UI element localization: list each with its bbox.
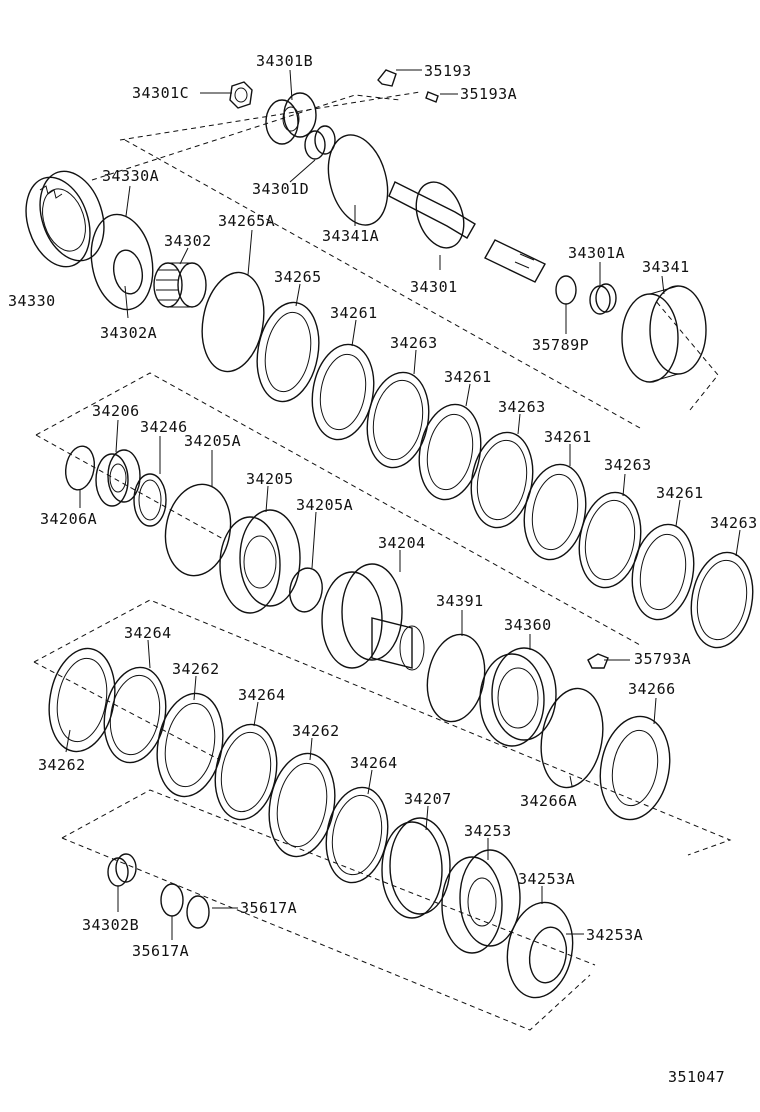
part-label: 34261 [656, 484, 704, 502]
clutch-pack-lower [48, 647, 389, 884]
part-label: 34301 [410, 278, 458, 296]
part-34341A-snap-ring [327, 134, 389, 226]
part-35617A-ring-b [186, 895, 210, 929]
leader-lines [65, 69, 741, 940]
part-label: 35793A [634, 650, 691, 668]
part-34301B-bearing [265, 92, 317, 145]
part-label: 34341 [642, 258, 690, 276]
part-label: 34261 [544, 428, 592, 446]
part-35793A-clip [587, 653, 609, 669]
part-34253A-seal-outer [506, 901, 574, 999]
part-34302A-ring [112, 249, 144, 295]
part-label: 34262 [292, 722, 340, 740]
part-label: 34206A [40, 510, 97, 528]
part-label: 35789P [532, 336, 589, 354]
part-label: 34264 [350, 754, 398, 772]
part-label: 34263 [390, 334, 438, 352]
part-label: 34246 [140, 418, 188, 436]
part-34246-seal [133, 473, 167, 527]
part-34204-hub [321, 563, 425, 671]
part-label: 34253A [586, 926, 643, 944]
part-34206A-snap-ring [64, 445, 96, 491]
part-label: 34253 [464, 822, 512, 840]
part-label: 34341A [322, 227, 379, 245]
part-label: 34266A [520, 792, 577, 810]
part-34301-shaft [388, 181, 546, 283]
part-34330A-snap-ring [90, 213, 154, 311]
part-35617A-ring-a [160, 883, 184, 917]
part-34207-spring [381, 817, 451, 919]
diagram-code: 351047 [668, 1068, 725, 1086]
part-label: 34204 [378, 534, 426, 552]
part-label: 34206 [92, 402, 140, 420]
part-label: 34302A [100, 324, 157, 342]
part-34266-flange [599, 715, 671, 821]
clutch-pack-upper [311, 343, 754, 649]
part-label: 34301A [568, 244, 625, 262]
part-34302-clutch [153, 262, 207, 308]
part-34205A-o-ring-small [289, 567, 323, 613]
part-34253-piston [441, 849, 521, 954]
part-labels: 34301B 35193 34301C 35193A 34330A 34301D… [8, 52, 758, 1086]
part-label: 34301D [252, 180, 309, 198]
part-34205A-o-ring-large [164, 483, 232, 577]
part-34206-bearing [95, 449, 141, 507]
part-label: 34330A [102, 167, 159, 185]
part-label: 34207 [404, 790, 452, 808]
part-35789P-washer [555, 275, 577, 305]
part-label: 35617A [132, 942, 189, 960]
part-label: 34205A [296, 496, 353, 514]
part-35193A-bolt [425, 91, 439, 103]
part-label: 34301C [132, 84, 189, 102]
part-34301A-bearing [589, 283, 617, 315]
part-34330-drum [25, 170, 105, 268]
part-34391-snap-ring [426, 633, 486, 723]
part-label: 34330 [8, 292, 56, 310]
part-label: 34261 [330, 304, 378, 322]
part-34360-one-way-clutch [479, 647, 557, 747]
part-label: 34264 [238, 686, 286, 704]
part-label: 34262 [172, 660, 220, 678]
part-label: 34262 [38, 756, 86, 774]
part-label: 34205A [184, 432, 241, 450]
part-34301D-bush [304, 125, 336, 160]
part-34205-piston [219, 509, 301, 614]
part-34301C-nut [229, 81, 253, 109]
part-34253A-seal-inner [528, 926, 568, 984]
part-label: 35617A [240, 899, 297, 917]
part-label: 34301B [256, 52, 313, 70]
part-label: 34265 [274, 268, 322, 286]
part-label: 34266 [628, 680, 676, 698]
group-boundaries [33, 91, 732, 1031]
part-label: 34205 [246, 470, 294, 488]
part-label: 34302B [82, 916, 139, 934]
part-label: 34263 [498, 398, 546, 416]
part-label: 34263 [710, 514, 758, 532]
part-34341-drum [621, 285, 707, 383]
part-34265A-snap-ring [201, 271, 265, 373]
part-35193-bracket [377, 69, 397, 87]
part-label: 35193 [424, 62, 472, 80]
part-label: 34360 [504, 616, 552, 634]
part-label: 34265A [218, 212, 275, 230]
part-label: 35193A [460, 85, 517, 103]
part-label: 34263 [604, 456, 652, 474]
part-label: 34302 [164, 232, 212, 250]
part-label: 34391 [436, 592, 484, 610]
part-34266A-snap-ring [540, 687, 604, 789]
part-34265-plate [256, 301, 320, 403]
part-label: 34253A [518, 870, 575, 888]
part-label: 34261 [444, 368, 492, 386]
part-label: 34264 [124, 624, 172, 642]
